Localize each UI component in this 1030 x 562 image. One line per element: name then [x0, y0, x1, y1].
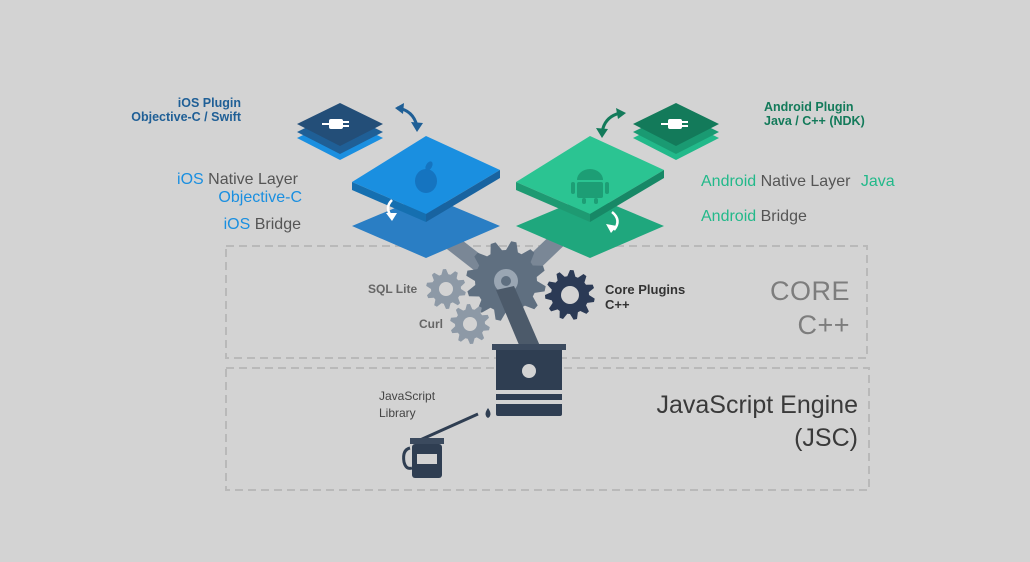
- android-robot-icon: [571, 169, 609, 204]
- android-native-layer-label: Android Native Layer Java: [701, 173, 895, 191]
- ios-plugin-language: Objective-C / Swift: [131, 110, 241, 125]
- gear-hole: [463, 317, 477, 331]
- engine-zone: [225, 367, 870, 491]
- plug-icon: [661, 119, 688, 129]
- plug-icon: [322, 119, 349, 129]
- sync-arrow-icon: [616, 108, 626, 119]
- ios-plugin-stack: [297, 103, 383, 160]
- android-plugin-language: Java / C++ (NDK): [764, 114, 865, 129]
- ios-bridge-text: Bridge: [254, 216, 301, 233]
- js-library-line1: JavaScript: [379, 389, 436, 403]
- android-plugin-title: Android Plugin: [764, 100, 854, 114]
- ios-native-language: Objective-C: [218, 189, 302, 206]
- piston-icon: [492, 344, 566, 416]
- js-library-line2: Library: [379, 405, 416, 420]
- ios-bridge-prefix: iOS: [223, 216, 251, 233]
- android-native-language: Java: [860, 173, 895, 190]
- ios-native-prefix: iOS: [177, 171, 204, 188]
- android-layers: [516, 136, 664, 258]
- gear-hole: [439, 282, 453, 296]
- oil-can-icon: [402, 412, 479, 478]
- sync-arrow-icon: [606, 224, 617, 233]
- core-plugins-language: C++: [605, 296, 630, 312]
- ios-bridge-label: iOS Bridge: [224, 216, 301, 234]
- gear-icon: [426, 269, 466, 309]
- core-language: C++: [797, 310, 850, 341]
- sync-arrow-icon: [386, 213, 397, 221]
- sync-arrow-icon: [411, 122, 423, 132]
- core-plugins-title: Core Plugins: [605, 282, 686, 297]
- core-title: CORE: [769, 276, 850, 306]
- gear-icon: [466, 241, 546, 321]
- gear-icon: [545, 270, 595, 320]
- ios-native-text: Native Layer: [208, 171, 298, 188]
- gear-hole: [561, 286, 579, 304]
- oil-drop: [485, 408, 491, 418]
- gear-hub: [501, 276, 511, 286]
- sync-arrow-icon: [395, 103, 404, 114]
- android-bridge-label: Android Bridge: [701, 208, 807, 226]
- curl-label: Curl: [419, 317, 443, 331]
- android-native-prefix: Android: [701, 173, 757, 190]
- ios-plugin-title: iOS Plugin: [177, 96, 241, 110]
- gear-icon: [450, 304, 490, 344]
- ios-layers: [352, 136, 500, 258]
- android-bridge-text: Bridge: [760, 208, 807, 225]
- piston-rod: [496, 286, 540, 352]
- android-bridge-prefix: Android: [701, 208, 757, 225]
- engine-subtitle: (JSC): [794, 423, 858, 452]
- engine-title: JavaScript Engine: [656, 391, 858, 419]
- sync-arrow-icon: [596, 128, 608, 138]
- apple-logo-icon: [415, 161, 437, 193]
- android-native-text: Native Layer: [760, 173, 851, 190]
- android-plugin-stack: [633, 103, 719, 160]
- sync-arrow-icon: [611, 211, 619, 231]
- sql-lite-label: SQL Lite: [368, 282, 418, 296]
- ios-native-layer-label: iOS Native Layer: [177, 171, 298, 189]
